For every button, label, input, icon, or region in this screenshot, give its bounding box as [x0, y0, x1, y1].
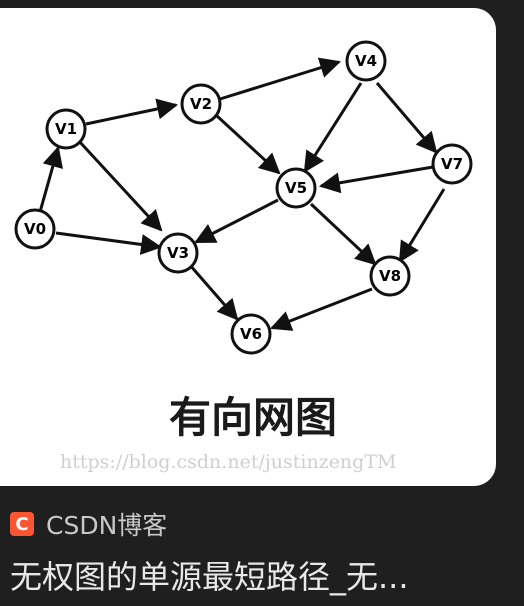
edge-v5-v8: [309, 202, 377, 266]
watermark: https://blog.csdn.net/justinzengTM: [60, 451, 396, 473]
edge-v4-v5: [303, 82, 363, 173]
result-title[interactable]: 无权图的单源最短路径_无...: [10, 558, 409, 596]
node-v5: V5: [275, 167, 317, 209]
result-image[interactable]: V0 V1 V2 V3 V4 V5 V6 V7: [0, 8, 496, 486]
node-v2: V2: [180, 83, 222, 125]
csdn-logo-icon: C: [10, 512, 34, 536]
edge-v2-v4: [219, 57, 342, 101]
node-v1: V1: [45, 108, 87, 150]
directed-graph-illustration: V0 V1 V2 V3 V4 V5 V6 V7: [14, 40, 473, 473]
svg-text:V3: V3: [167, 244, 189, 262]
svg-text:V2: V2: [190, 95, 212, 113]
edge-v1-v3: [76, 138, 163, 232]
node-v8: V8: [369, 255, 411, 297]
source-row[interactable]: C CSDN博客: [10, 506, 167, 542]
node-v6: V6: [230, 313, 272, 355]
edge-v8-v6: [270, 287, 373, 331]
svg-text:V4: V4: [355, 52, 377, 70]
svg-text:V1: V1: [55, 120, 77, 138]
source-name: CSDN博客: [46, 511, 168, 540]
edge-v0-v3: [55, 231, 163, 255]
edge-v3-v6: [187, 263, 239, 321]
edge-v0-v1: [38, 145, 63, 213]
svg-text:V5: V5: [285, 179, 307, 197]
graph-title: 有向网图: [169, 393, 337, 442]
svg-text:V0: V0: [24, 220, 46, 238]
edge-v5-v3: [194, 198, 279, 244]
node-v7: V7: [431, 143, 473, 185]
edge-v7-v5: [318, 165, 434, 194]
edge-v1-v2: [85, 98, 179, 126]
node-v4: V4: [345, 40, 387, 82]
node-v3: V3: [157, 232, 199, 274]
node-v0: V0: [14, 208, 56, 250]
edge-v2-v5: [215, 114, 281, 175]
svg-text:V7: V7: [441, 155, 463, 173]
svg-text:V6: V6: [240, 325, 262, 343]
svg-text:V8: V8: [379, 267, 401, 285]
edge-v4-v7: [375, 82, 438, 154]
edge-v7-v8: [398, 188, 446, 263]
